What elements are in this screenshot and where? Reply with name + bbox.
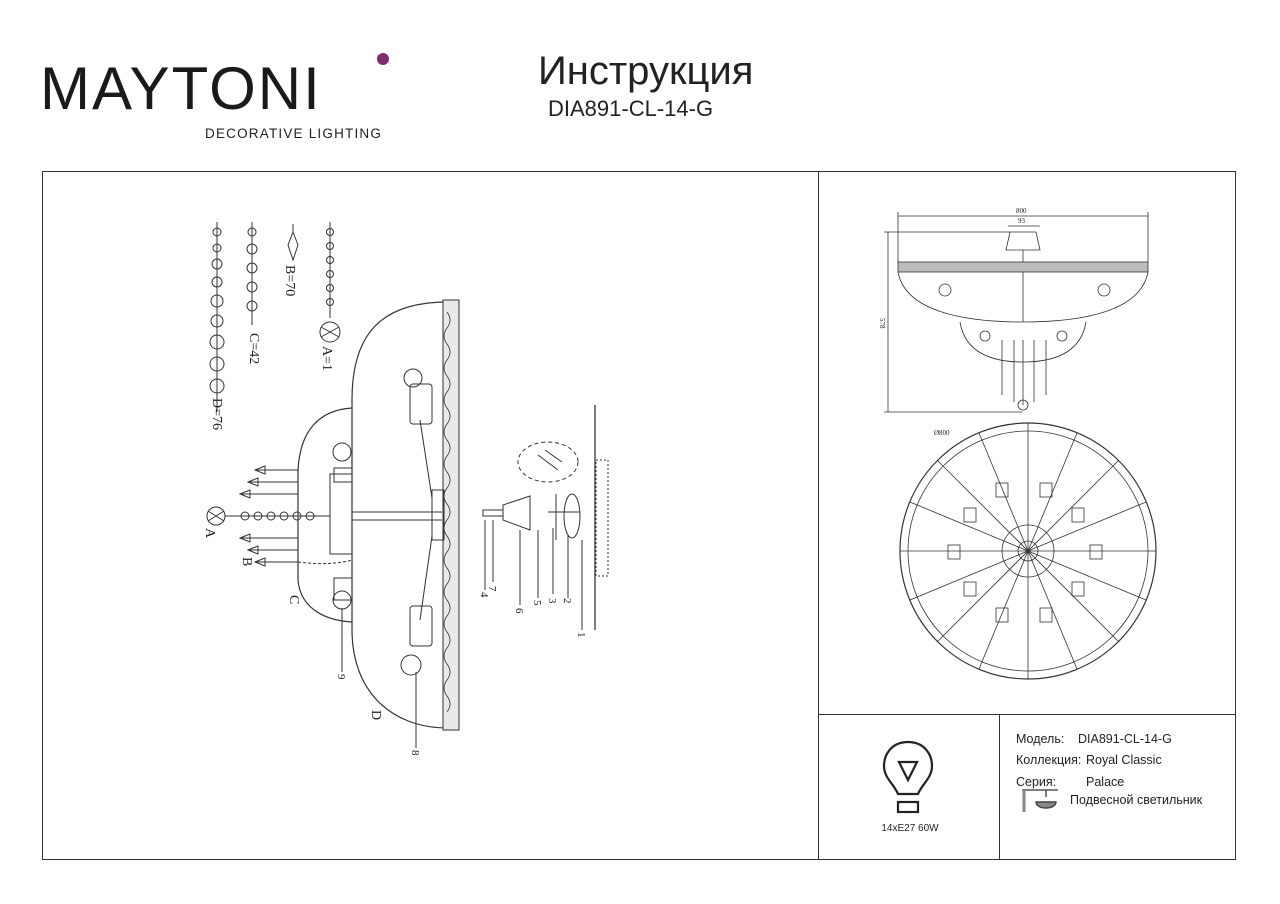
crystal-pendant-b <box>287 224 299 262</box>
sheet-frame <box>42 171 1236 860</box>
part-letter-c: C <box>286 595 301 604</box>
assembly-drawing: B=70 C=42 A=1 D=76 A B C D 1 2 3 4 5 6 7… <box>202 222 609 756</box>
logo-wordmark: MAYTONI <box>40 55 322 122</box>
part-count-c: C=42 <box>246 333 261 364</box>
part-count-d: D=76 <box>209 398 224 430</box>
product-type: Подвесной светильник <box>1070 793 1203 807</box>
divider-horizontal-info <box>818 714 1236 716</box>
dimension-width: 800 <box>1016 207 1027 215</box>
crystal-strand-d <box>209 222 225 412</box>
bulb-icon <box>882 740 934 814</box>
part-letter-a: A <box>202 528 217 539</box>
dimension-mount: 93 <box>1018 217 1026 225</box>
power-rating: 14xE27 60W <box>881 823 939 834</box>
crystal-strand-a <box>319 222 341 343</box>
crystal-strand-c <box>246 222 258 325</box>
document-title: Инструкция <box>538 49 754 93</box>
pendant-lamp-icon <box>1022 789 1058 812</box>
callout-9: 9 <box>335 674 347 680</box>
callout-7: 7 <box>486 586 498 592</box>
collection-value: Royal Classic <box>1086 753 1162 767</box>
callout-6: 6 <box>513 608 525 614</box>
divider-vertical-main <box>818 171 820 860</box>
series-value: Palace <box>1086 775 1125 789</box>
series-label: Серия: <box>1016 775 1057 789</box>
callout-5: 5 <box>531 600 543 606</box>
callout-1: 1 <box>575 632 587 638</box>
dimension-drawing: 800 93 578 Ø800 <box>878 207 1157 680</box>
callout-2: 2 <box>561 598 573 604</box>
callout-3: 3 <box>546 598 558 604</box>
part-letter-d: D <box>368 710 383 720</box>
callout-8: 8 <box>409 750 421 756</box>
dimension-diameter: Ø800 <box>934 429 950 437</box>
logo-dot-icon <box>377 53 389 65</box>
dimension-height: 578 <box>878 318 886 329</box>
model-value: DIA891-CL-14-G <box>1078 732 1172 746</box>
part-letter-b: B <box>239 557 254 566</box>
divider-vertical-info <box>999 714 1001 860</box>
part-count-b: B=70 <box>282 265 297 296</box>
logo-subtitle: DECORATIVE LIGHTING <box>205 126 383 141</box>
model-label: Модель: <box>1016 732 1065 746</box>
collection-label: Коллекция: <box>1016 753 1082 767</box>
document-model-code: DIA891-CL-14-G <box>548 96 714 121</box>
part-count-a: A=1 <box>319 346 334 371</box>
brand-logo: MAYTONI DECORATIVE LIGHTING <box>40 52 400 147</box>
callout-4: 4 <box>478 592 490 598</box>
